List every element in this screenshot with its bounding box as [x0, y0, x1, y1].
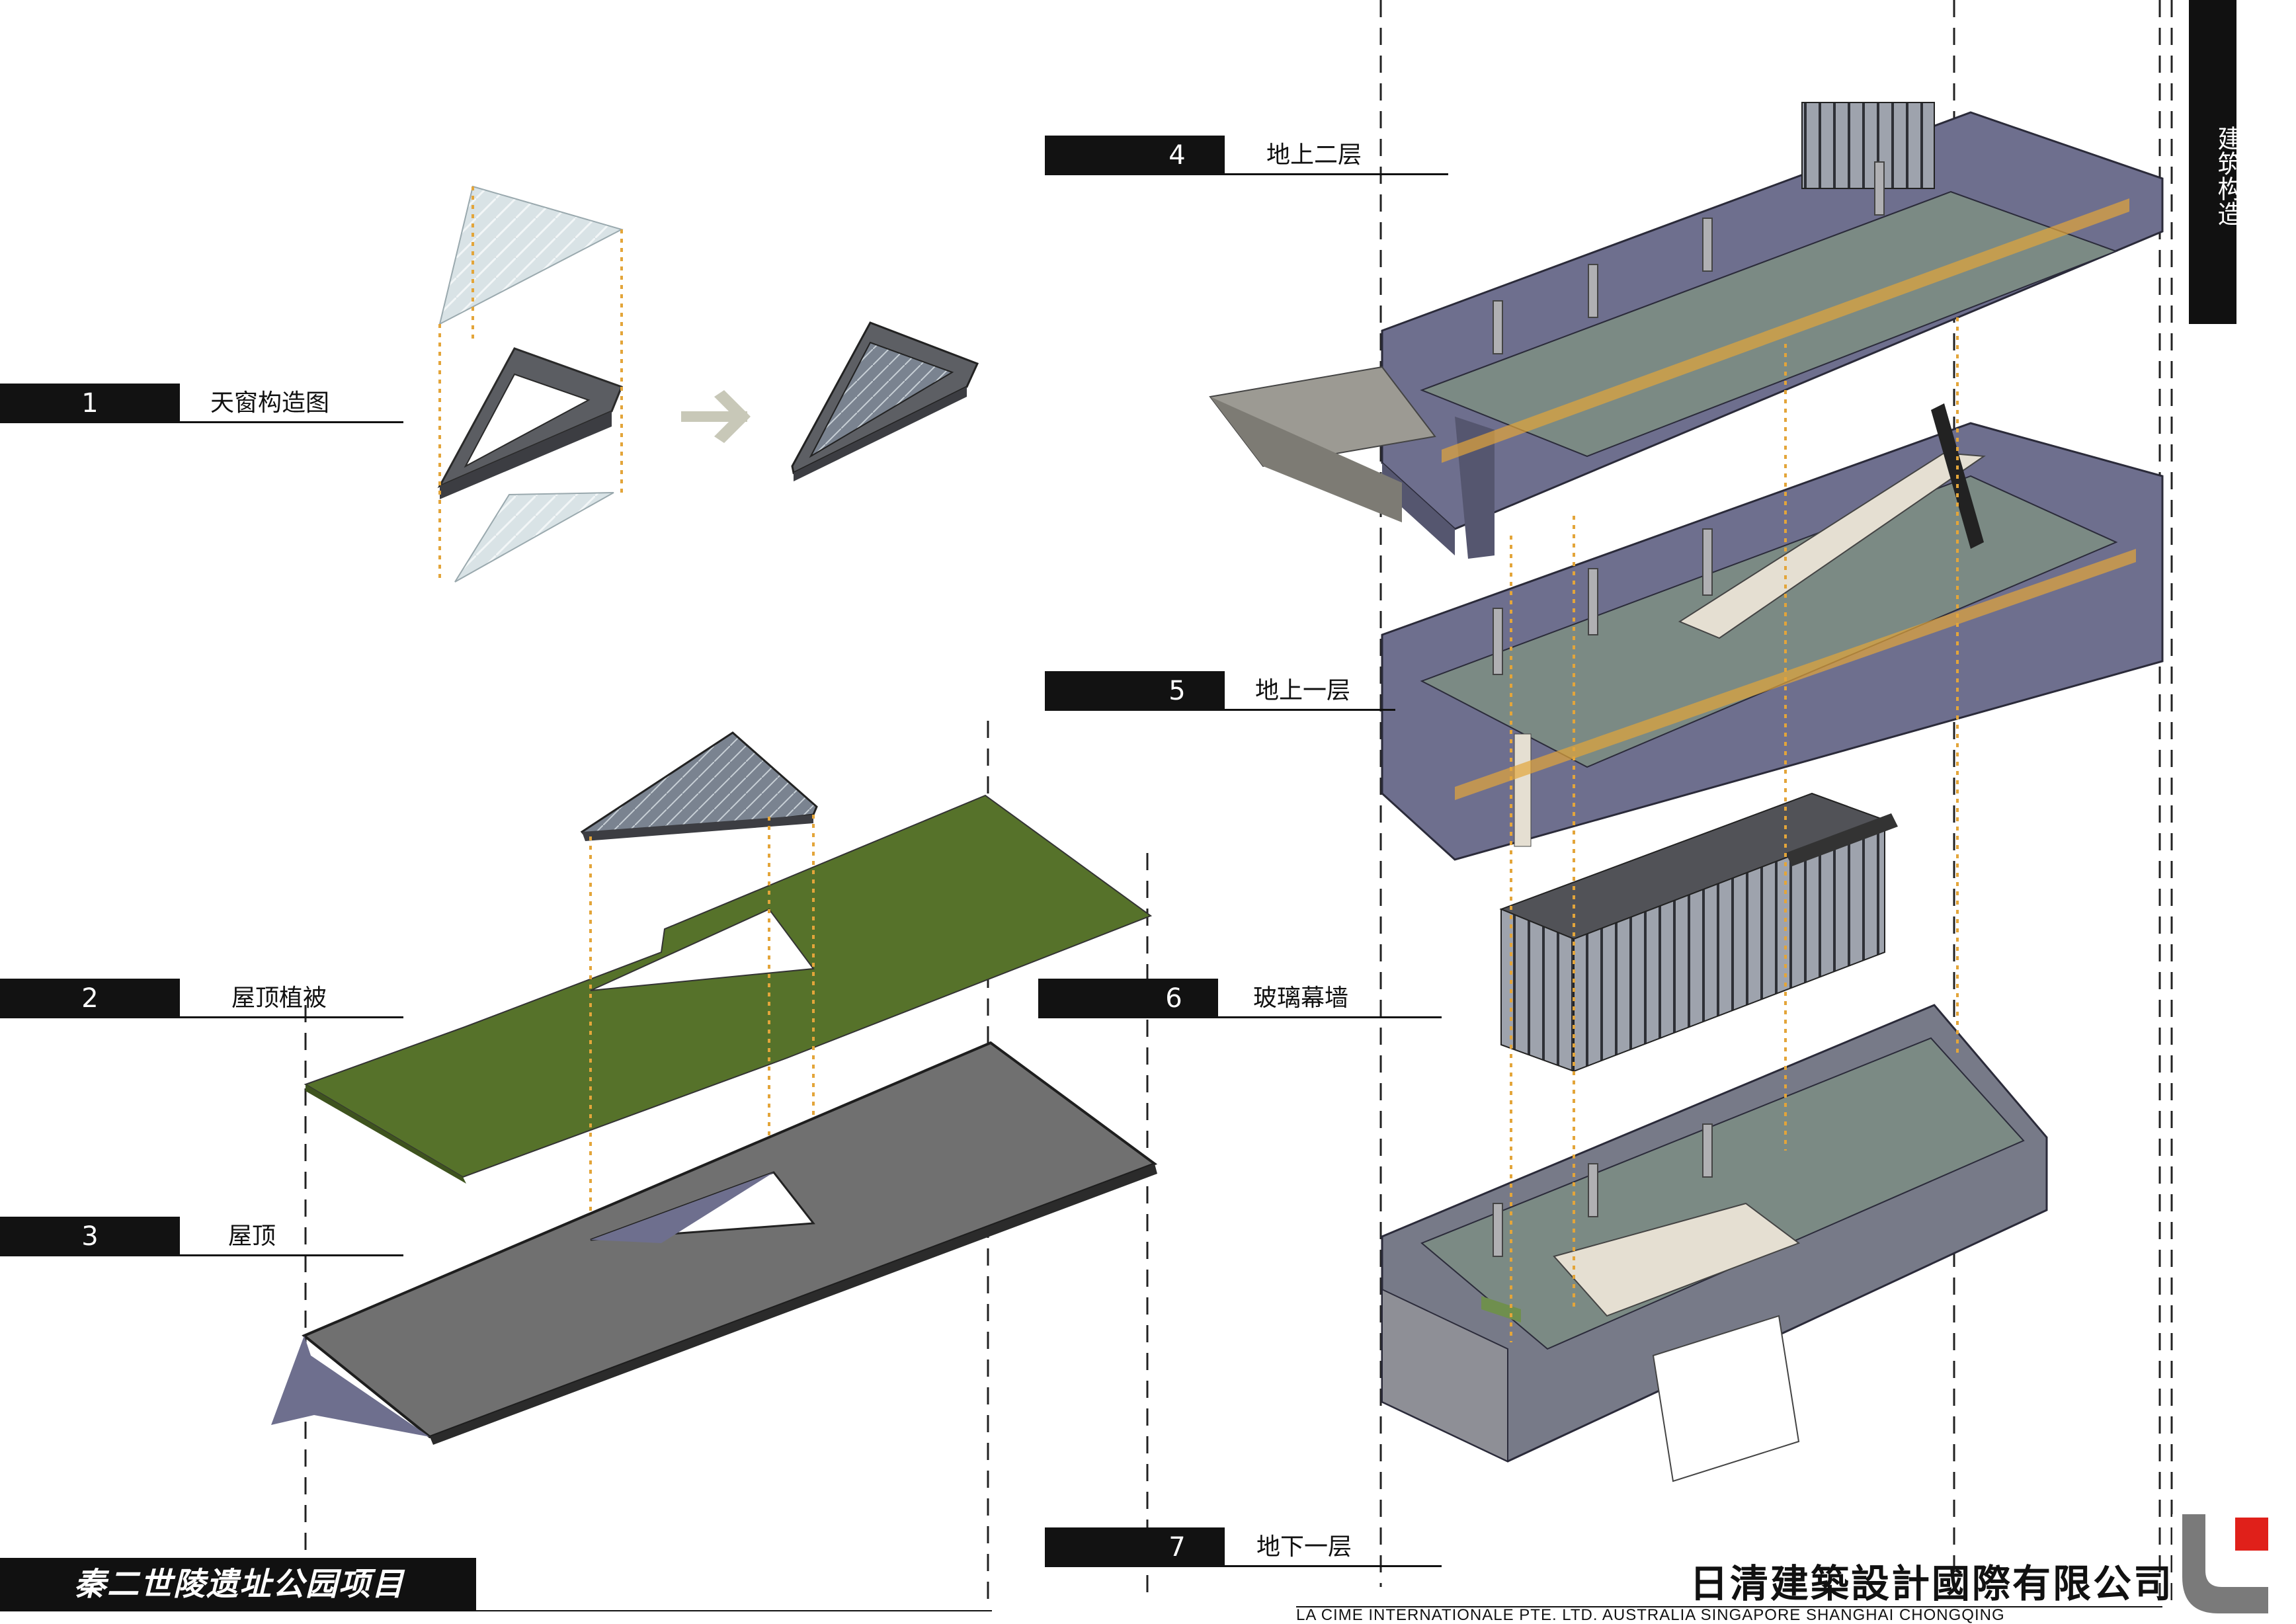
label-row-4: 4 地上二层 — [1045, 136, 1448, 175]
label-title: 屋顶 — [228, 1223, 276, 1250]
label-number: 7 — [1168, 1532, 1186, 1563]
label-number: 4 — [1168, 140, 1186, 171]
label-row-2: 2 屋顶植被 — [0, 979, 403, 1018]
section-tab-text: 建筑构造 — [2213, 126, 2242, 226]
curtain-wall — [1499, 792, 1898, 1073]
project-title-bar — [0, 1558, 476, 1611]
skylight-frame-edge — [440, 411, 612, 499]
label-title: 地上二层 — [1266, 142, 1362, 169]
ramp-b1 — [1553, 1202, 1801, 1317]
floor-slab-1f — [1420, 475, 2118, 768]
columns-b1 — [1493, 1123, 1713, 1257]
floor-1f — [1381, 403, 2164, 861]
arrow-right-icon — [681, 390, 751, 443]
label-number: 2 — [81, 983, 99, 1014]
skylight-guides — [438, 186, 623, 582]
logo-red-square — [2235, 1518, 2268, 1551]
ramp-1f — [1678, 452, 1986, 639]
roof-guides — [589, 815, 815, 1237]
label-title: 玻璃幕墙 — [1253, 985, 1349, 1012]
label-number: 6 — [1165, 983, 1182, 1014]
label-row-6: 6 玻璃幕墙 — [1038, 979, 1442, 1018]
label-row-5: 5 地上一层 — [1045, 671, 1395, 711]
columns-2f — [1493, 161, 1885, 354]
stack-guides — [1510, 317, 1959, 1342]
skylight-glass-top — [438, 185, 624, 325]
columns-1f — [1493, 528, 1713, 675]
skylight-glass-bottom — [454, 492, 614, 583]
label-number: 3 — [81, 1221, 99, 1252]
roof-fascia — [271, 1336, 436, 1441]
floor-slab-2f — [1420, 190, 2118, 458]
green-roof-opening — [590, 908, 815, 991]
roof-vegetation — [304, 731, 1153, 1237]
project-title: 秦二世陵遗址公园项目 — [74, 1566, 405, 1603]
green-roof-plane — [304, 794, 1153, 1178]
label-title: 屋顶植被 — [231, 985, 327, 1012]
skylight-frame-opening — [464, 373, 591, 468]
label-number: 5 — [1168, 676, 1186, 706]
roof — [271, 1041, 1158, 1445]
floor-2f — [1209, 102, 2164, 559]
company-name-cn: 日清建築設計國際有限公司 — [1690, 1561, 2174, 1606]
label-row-1: 1 天窗构造图 — [0, 384, 403, 423]
entrance-b1 — [1652, 1315, 1800, 1482]
label-title: 地下一层 — [1256, 1533, 1352, 1561]
label-title: 天窗构造图 — [210, 389, 330, 417]
label-title: 地上一层 — [1255, 677, 1351, 704]
label-number: 1 — [81, 388, 99, 419]
floor-b1 — [1381, 1004, 2048, 1482]
clerestory-2f — [1801, 102, 1935, 189]
label-row-7: 7 地下一层 — [1045, 1527, 1442, 1567]
company-logo — [2172, 1514, 2272, 1613]
label-row-3: 3 屋顶 — [0, 1217, 403, 1256]
section-tab: 建筑构造 — [2189, 0, 2242, 324]
skylight-exploded — [437, 185, 979, 583]
company-name-en: LA CIME INTERNATIONALE PTE. LTD. AUSTRAL… — [1296, 1606, 2005, 1624]
